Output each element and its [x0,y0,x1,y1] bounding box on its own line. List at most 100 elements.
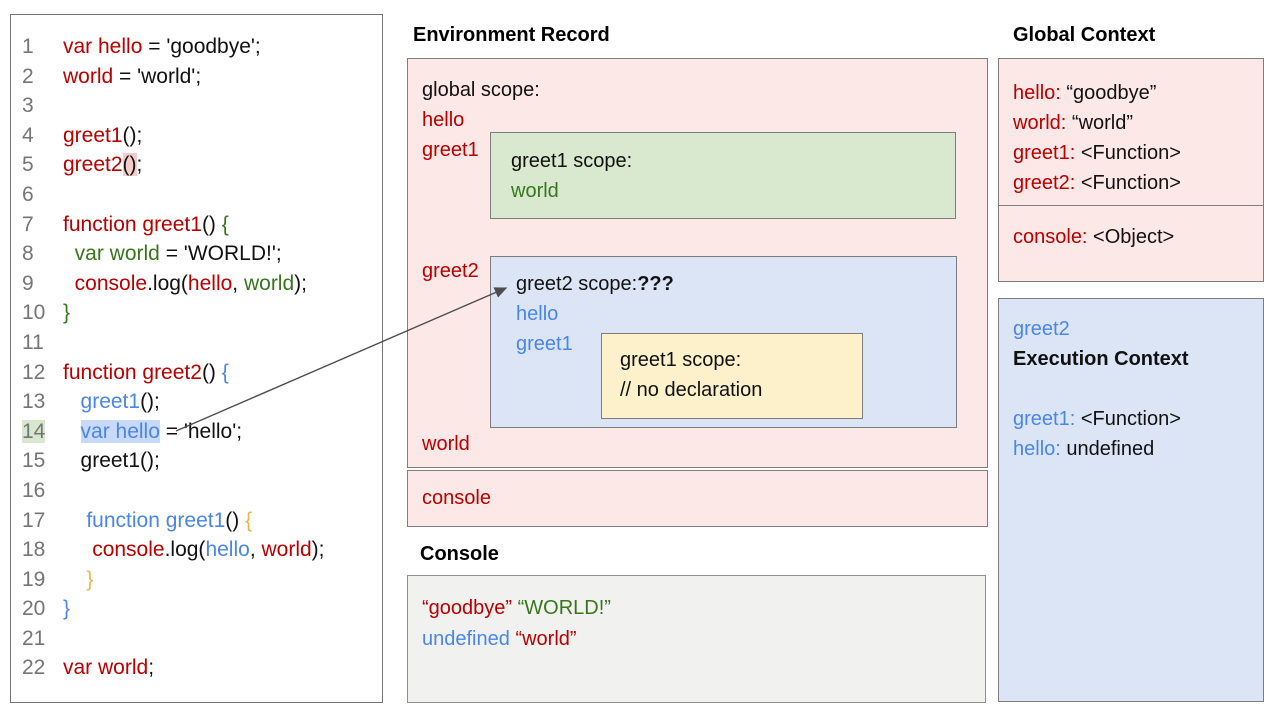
entry-value: undefined [1060,438,1155,460]
code-token: { [245,508,253,532]
line-number: 1 [22,35,34,58]
line-number: 14 [22,419,46,443]
line-number: 6 [22,182,34,206]
code-token: greet2 [63,153,123,177]
code-token: world [243,271,295,295]
line-number: 21 [22,626,46,650]
line-number: 5 [22,153,34,177]
code-line: 10} [11,298,382,328]
code-line: 15 greet1(); [11,446,382,476]
console-title: Console [420,543,499,565]
code-token: var hello [63,35,143,58]
code-line: 5 greet2(); [11,150,382,180]
console-output-line: undefined “world” [422,624,985,655]
entry-key: console: [1013,226,1088,248]
console-output-box: “goodbye” “WORLD!” undefined “world” [407,575,986,703]
entry-value: <Function> [1075,172,1181,194]
code-token: () [201,212,222,236]
code-token: “goodbye” [422,597,513,619]
line-number: 22 [22,656,46,680]
code-token: var world [74,242,160,266]
entry-value: “world” [1066,112,1134,134]
greet2-scope-greet1: greet1 [516,333,573,355]
line-number: 12 [22,360,46,384]
code-token: () [225,508,246,532]
execution-context-title: Execution Context [1013,348,1189,370]
code-line: 8 var world = 'WORLD!'; [11,239,382,269]
code-line: 18 console.log(hello, world); [11,535,382,565]
code-token: greet1(); [80,449,160,473]
execution-context-name: greet2 [1013,318,1070,340]
global-context-entry: greet2: <Function> [1013,171,1181,195]
global-context-divider [999,205,1263,206]
code-token: world [63,64,114,88]
code-token: .log( [147,271,188,295]
code-token: “world” [515,627,577,650]
code-line: 22 var world; [11,653,382,683]
entry-value: “goodbye” [1060,82,1157,104]
line-number: 8 [22,242,34,266]
code-token: var hello [80,419,160,443]
code-token: world [261,538,312,562]
entry-key: greet1: [1013,142,1076,164]
global-scope-hello: hello [422,109,465,131]
environment-record-title: Environment Record [413,24,610,46]
entry-key: greet2: [1013,172,1076,194]
line-number: 9 [22,271,34,295]
code-token: = 'WORLD!'; [159,242,282,266]
code-token: } [86,567,94,591]
code-token: , [232,271,244,295]
code-token: .log( [164,538,206,562]
code-line: 21 [11,624,382,654]
greet2-scope-unknown: ??? [637,273,674,295]
line-number: 10 [22,301,46,325]
code-token: greet1 [63,123,123,147]
code-token: () [122,153,137,177]
entry-value: <Object> [1087,226,1175,248]
code-token: () [201,360,222,384]
greet2-scope-header: greet2 scope:??? [516,272,674,296]
code-line: 16 [11,476,382,506]
line-number: 19 [22,567,46,591]
code-token: hello [187,271,233,295]
code-token: = 'world'; [113,64,202,88]
code-token: console [74,271,148,295]
execution-context-entry: hello: undefined [1013,437,1154,461]
greet2-scope-box: greet2 scope:??? hello greet1 greet1 sco… [490,256,957,428]
console-output-lines: “goodbye” “WORLD!” undefined “world” [408,576,985,654]
greet1-scope-box: greet1 scope: world [490,132,956,219]
code-token: function greet1 [63,212,202,236]
code-token: var world [63,656,149,680]
global-scope-box: global scope: hello greet1 greet1 scope:… [407,58,988,468]
greet2-scope-hello: hello [516,303,559,325]
console-record-box: console [407,470,988,527]
line-number: 16 [22,478,46,502]
code-token: , [249,538,262,562]
code-line: 14 var hello = 'hello'; [11,417,382,447]
code-line: 19 } [11,565,382,595]
code-token: (); [122,123,143,147]
greet1-scope-label: greet1 scope: [511,150,633,172]
code-token: (); [140,390,160,414]
code-line: 6 [11,180,382,210]
code-token: = 'hello'; [159,419,243,443]
entry-key: greet1: [1013,408,1076,430]
code-token: “WORLD!” [517,597,611,619]
inner-greet1-scope-comment: // no declaration [620,379,763,401]
global-context-console-entry: console: <Object> [1013,225,1174,249]
line-number: 4 [22,123,34,147]
code-line: 9 console.log(hello, world); [11,269,382,299]
global-context-entry: world: “world” [1013,111,1133,135]
code-token: ); [311,538,325,562]
code-token: ; [136,153,143,177]
inner-greet1-scope-box: greet1 scope: // no declaration [601,333,863,419]
global-context-entry: hello: “goodbye” [1013,81,1156,105]
line-number: 11 [22,330,44,354]
entry-key: hello: [1013,438,1061,460]
code-token: function greet2 [63,360,202,384]
code-token: ; [148,656,155,680]
